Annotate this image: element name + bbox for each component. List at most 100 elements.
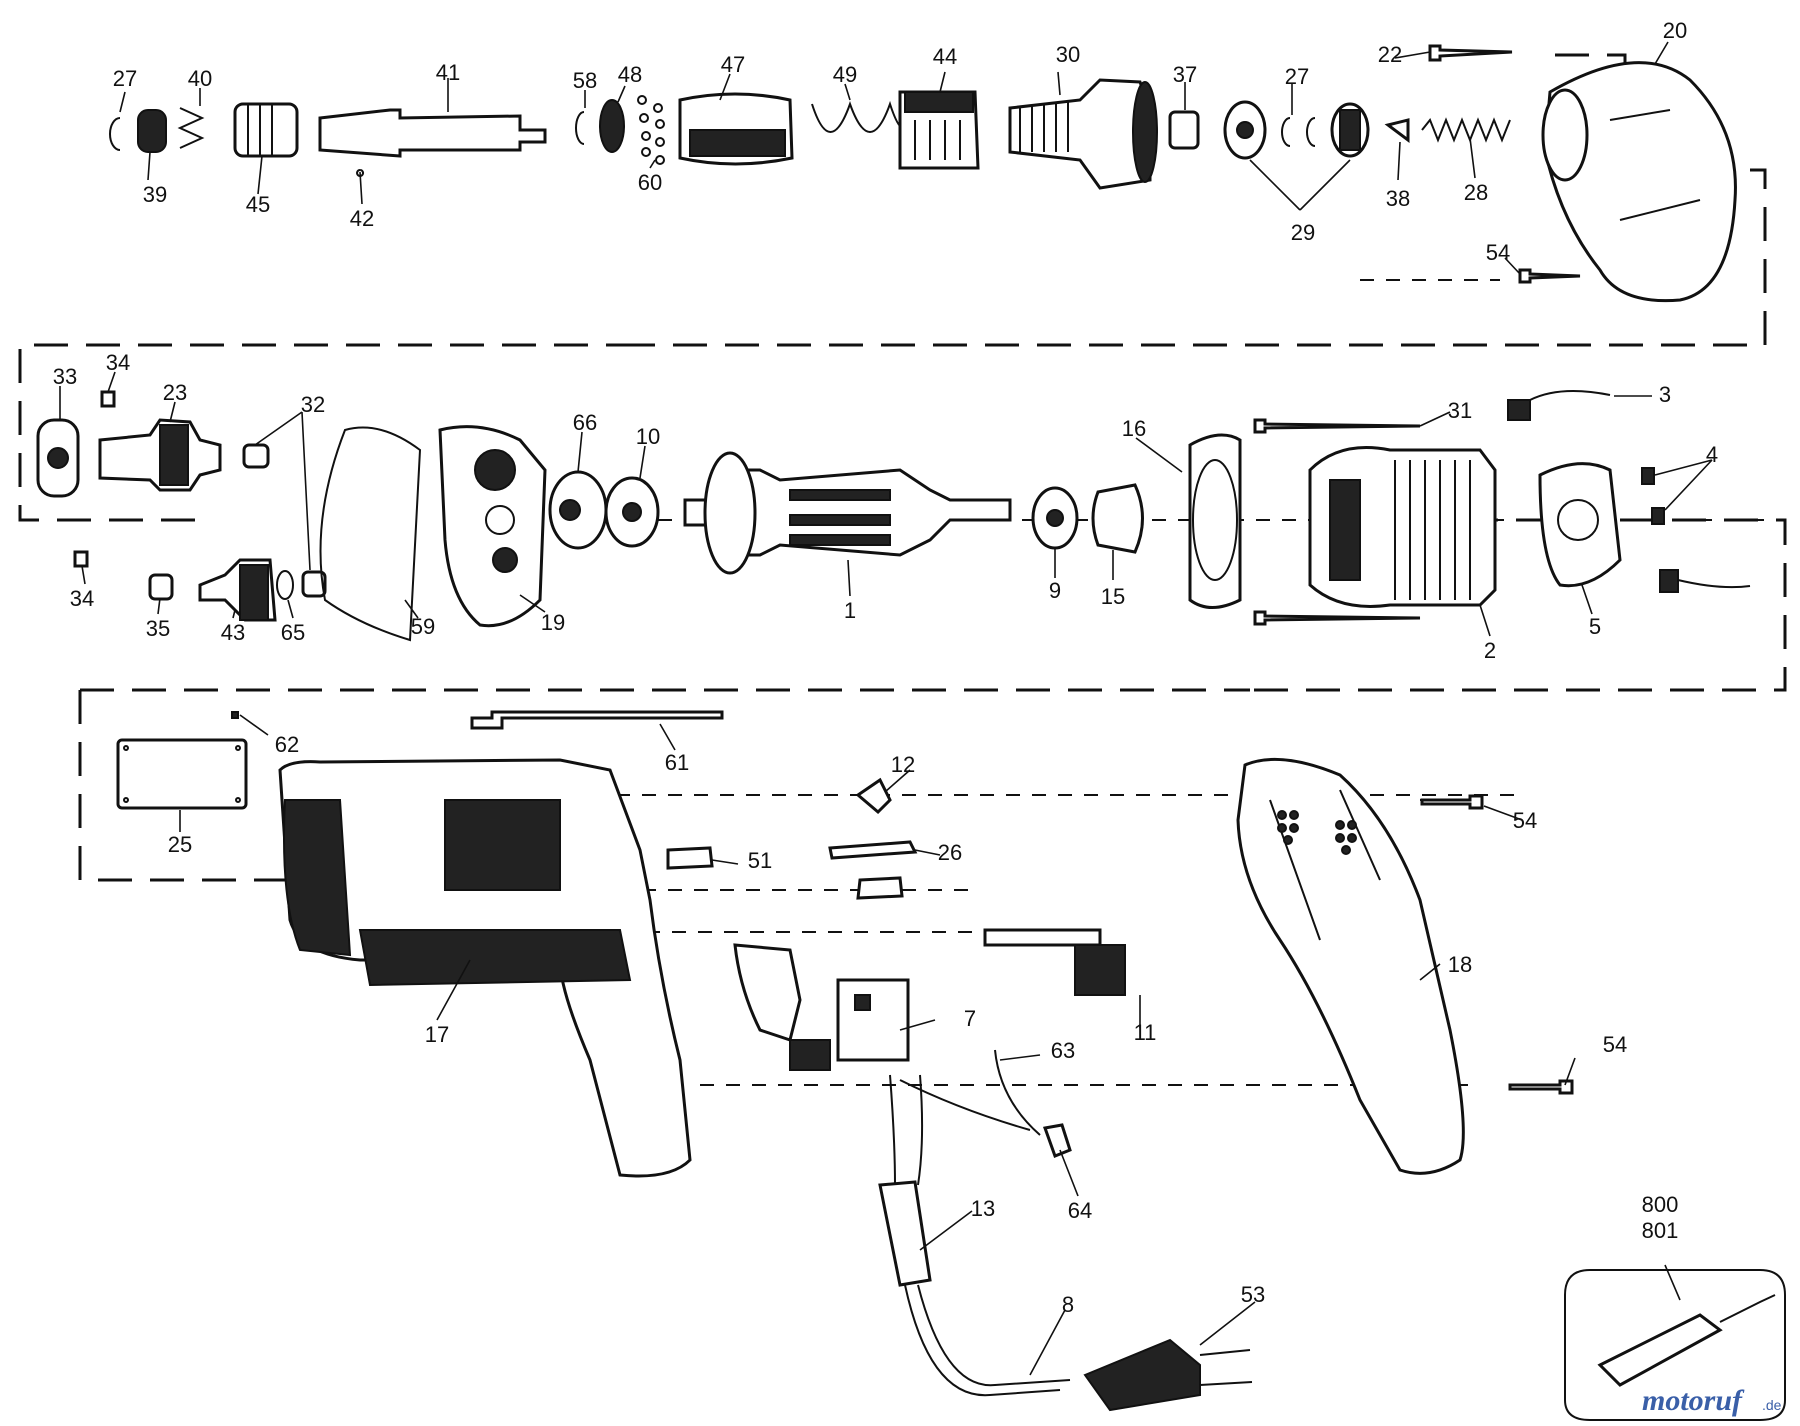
callout-18: 18 [1448, 952, 1472, 977]
callout-12: 12 [891, 752, 915, 777]
callout-35: 35 [146, 616, 170, 641]
callout-54-a: 54 [1486, 240, 1510, 265]
callout-43: 43 [221, 620, 245, 645]
callout-19: 19 [541, 610, 565, 635]
callout-37: 37 [1173, 62, 1197, 87]
callout-15: 15 [1101, 584, 1125, 609]
part-17-housing-half-left [278, 758, 692, 1178]
part-49-spring [811, 100, 913, 133]
part-40-spring [177, 107, 205, 149]
part-32-bearing-b [301, 570, 327, 598]
callout-54-c: 54 [1603, 1032, 1627, 1057]
part-54-screw-c [1508, 1079, 1574, 1095]
part-53-plug [1083, 1338, 1201, 1412]
row-1-drive-parts [109, 44, 1737, 303]
callout-47: 47 [721, 52, 745, 77]
part-63-wire [994, 1049, 1041, 1136]
callout-62: 62 [275, 732, 299, 757]
part-31-screw-a [1253, 418, 1421, 434]
part-19-bearing-plate [438, 425, 547, 628]
callout-11: 11 [1134, 1020, 1157, 1045]
part-34-screw-b [73, 550, 89, 568]
callout-58: 58 [573, 68, 597, 93]
callout-10: 10 [636, 424, 660, 449]
part-51-lock-button [666, 846, 714, 870]
callout-26: 26 [938, 840, 962, 865]
callout-42: 42 [350, 206, 374, 231]
part-31-screw-b [1253, 610, 1421, 626]
callout-28: 28 [1464, 180, 1488, 205]
callout-60: 60 [638, 170, 662, 195]
callout-41: 41 [436, 60, 460, 85]
part-38-cone [1384, 118, 1410, 143]
row-2-motor-parts [36, 390, 1751, 642]
callout-20: 20 [1663, 18, 1687, 43]
part-16-brush-holder [1188, 433, 1242, 609]
callout-23: 23 [163, 380, 187, 405]
callout-45: 45 [246, 192, 270, 217]
part-64-wire-nut [1042, 1123, 1072, 1158]
part-20-nose-housing [1543, 61, 1737, 303]
part-8-cord [904, 1284, 1061, 1397]
callout-25: 25 [168, 832, 192, 857]
part-22-screw [1428, 44, 1513, 62]
callout-51: 51 [748, 848, 772, 873]
callout-54-b: 54 [1513, 808, 1537, 833]
callout-61: 61 [665, 750, 689, 775]
callout-7: 7 [964, 1006, 976, 1031]
part-34-screw-a [100, 390, 116, 408]
callout-44: 44 [933, 44, 957, 69]
part-11-switch-b [983, 928, 1102, 947]
part-28-spring [1421, 117, 1511, 143]
callout-53: 53 [1241, 1282, 1265, 1307]
part-61-lock-rod [470, 710, 724, 730]
row-3-housing-parts [116, 710, 1786, 1421]
part-26-lock-pin [828, 840, 918, 860]
part-27-retaining-ring [109, 117, 121, 151]
callout-64: 64 [1068, 1198, 1092, 1223]
part-13-cord-protector [878, 1180, 932, 1287]
part-60-balls [637, 95, 665, 165]
part-45-collar [233, 102, 299, 158]
part-39-nut [137, 109, 167, 153]
callout-34-b: 34 [70, 586, 94, 611]
callout-17: 17 [425, 1022, 449, 1047]
callout-22: 22 [1378, 42, 1402, 67]
callout-40: 40 [188, 66, 212, 91]
callout-27b: 27 [1285, 64, 1309, 89]
callout-800: 800 [1642, 1192, 1679, 1217]
part-12-switch-lever [855, 777, 892, 815]
part-4-brush-springs [1641, 467, 1665, 525]
part-37-bushing [1168, 110, 1200, 150]
part-65-washer [276, 570, 294, 600]
callout-34-a: 34 [106, 350, 130, 375]
section-outlines [18, 53, 1787, 1086]
callout-31: 31 [1448, 398, 1472, 423]
callout-8: 8 [1062, 1292, 1074, 1317]
callout-4: 4 [1706, 442, 1718, 467]
callout-59: 59 [411, 614, 435, 639]
callout-65: 65 [281, 620, 305, 645]
callout-13: 13 [971, 1196, 995, 1221]
callout-5: 5 [1589, 614, 1601, 639]
callout-63: 63 [1051, 1038, 1075, 1063]
callout-801: 801 [1642, 1218, 1679, 1243]
part-62-rivet [231, 711, 239, 719]
callout-labels: 27 40 41 58 48 47 49 44 30 37 27 22 20 3… [53, 18, 1718, 1317]
watermark: motoruf .de [1642, 1384, 1782, 1417]
part-3-brush [1507, 399, 1531, 421]
part-54-screw-a [1518, 268, 1581, 284]
callout-39: 39 [143, 182, 167, 207]
callout-27: 27 [113, 66, 137, 91]
callout-38: 38 [1386, 186, 1410, 211]
part-18-housing-half-right [1236, 757, 1465, 1175]
part-7-switch [733, 943, 802, 1042]
callout-3: 3 [1659, 382, 1671, 407]
part-5-end-bracket [1538, 462, 1622, 588]
callout-66: 66 [573, 410, 597, 435]
part-35-bushing [148, 573, 174, 601]
callout-48: 48 [618, 62, 642, 87]
part-15-bearing-cup [1091, 483, 1144, 554]
callout-33: 33 [53, 364, 77, 389]
